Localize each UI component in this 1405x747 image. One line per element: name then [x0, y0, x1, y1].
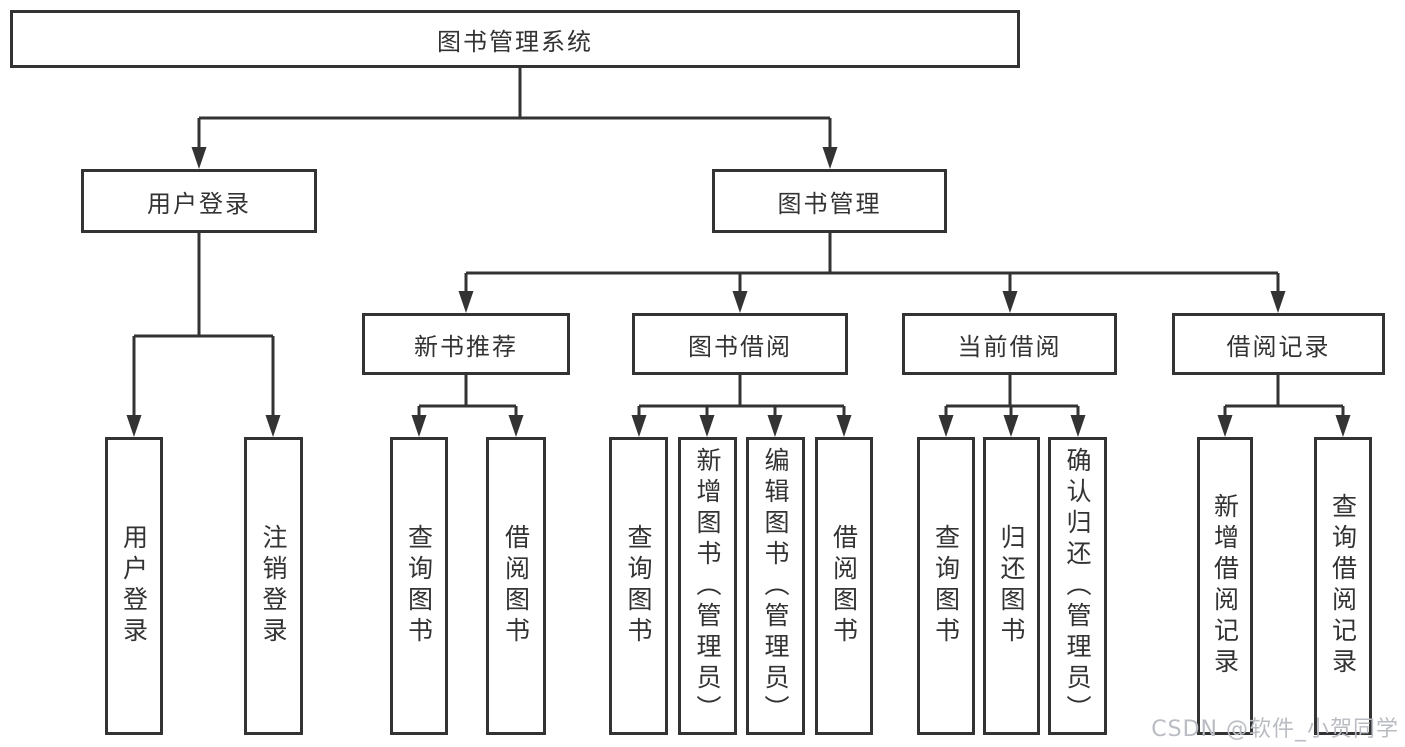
node-label: 查询借阅记录 — [1328, 493, 1358, 679]
node-label: 当前借阅 — [957, 332, 1062, 361]
node-label: 查询图书 — [931, 524, 961, 648]
leaf-recommend-borrow-books: 借阅图书 — [486, 437, 546, 735]
leaf-borrow-query-books: 查询图书 — [609, 437, 668, 735]
node-label: 归还图书 — [997, 524, 1026, 648]
leaf-records-add-record: 新增借阅记录 — [1197, 437, 1253, 735]
leaf-user-login: 用户登录 — [105, 437, 163, 735]
csdn-watermark: CSDN @软件_小贺同学 — [1151, 717, 1399, 742]
leaf-borrow-add-books-admin: 新增图书（管理员） — [678, 437, 737, 735]
node-label: 借阅图书 — [501, 524, 531, 648]
node-label: 图书借阅 — [688, 332, 792, 361]
connector-borrow-to-leaves — [637, 375, 846, 419]
node-label: 查询图书 — [624, 524, 653, 648]
node-label: 用户登录 — [147, 189, 251, 218]
node-label: 用户登录 — [119, 524, 149, 648]
node-library-management-system: 图书管理系统 — [10, 10, 1020, 68]
node-borrow-records: 借阅记录 — [1172, 313, 1385, 375]
node-label: 编辑图书（管理员） — [761, 446, 790, 726]
node-book-management: 图书管理 — [712, 169, 947, 233]
leaf-current-confirm-return-admin: 确认归还（管理员） — [1048, 437, 1107, 735]
node-label: 注销登录 — [259, 524, 288, 648]
node-label: 查询图书 — [404, 524, 434, 648]
node-label: 图书管理 — [777, 189, 882, 218]
leaf-logout: 注销登录 — [244, 437, 303, 735]
connector-current-to-leaves — [944, 375, 1080, 419]
leaf-records-query-record: 查询借阅记录 — [1314, 437, 1372, 735]
connector-login-to-leaves — [132, 233, 275, 419]
node-label: 图书管理系统 — [437, 27, 593, 56]
leaf-recommend-query-books: 查询图书 — [390, 437, 448, 735]
leaf-borrow-borrow-books: 借阅图书 — [815, 437, 873, 735]
connector-root-to-level2 — [197, 68, 832, 151]
leaf-current-query-books: 查询图书 — [917, 437, 975, 735]
node-label: 借阅图书 — [829, 524, 859, 648]
arrowheads — [126, 147, 1351, 437]
node-new-book-recommend: 新书推荐 — [362, 313, 570, 375]
node-user-login: 用户登录 — [81, 169, 317, 233]
connector-recommend-to-leaves — [417, 375, 518, 419]
node-label: 新增图书（管理员） — [693, 446, 722, 726]
node-label: 新书推荐 — [414, 332, 518, 361]
leaf-borrow-edit-books-admin: 编辑图书（管理员） — [746, 437, 805, 735]
leaf-current-return-books: 归还图书 — [983, 437, 1040, 735]
node-label: 借阅记录 — [1226, 332, 1331, 361]
connector-mgmt-to-level3 — [464, 233, 1280, 295]
node-label: 确认归还（管理员） — [1063, 446, 1092, 726]
connector-records-to-leaves — [1223, 375, 1345, 419]
node-label: 新增借阅记录 — [1210, 493, 1240, 679]
node-current-borrow: 当前借阅 — [902, 313, 1117, 375]
node-book-borrow: 图书借阅 — [632, 313, 848, 375]
